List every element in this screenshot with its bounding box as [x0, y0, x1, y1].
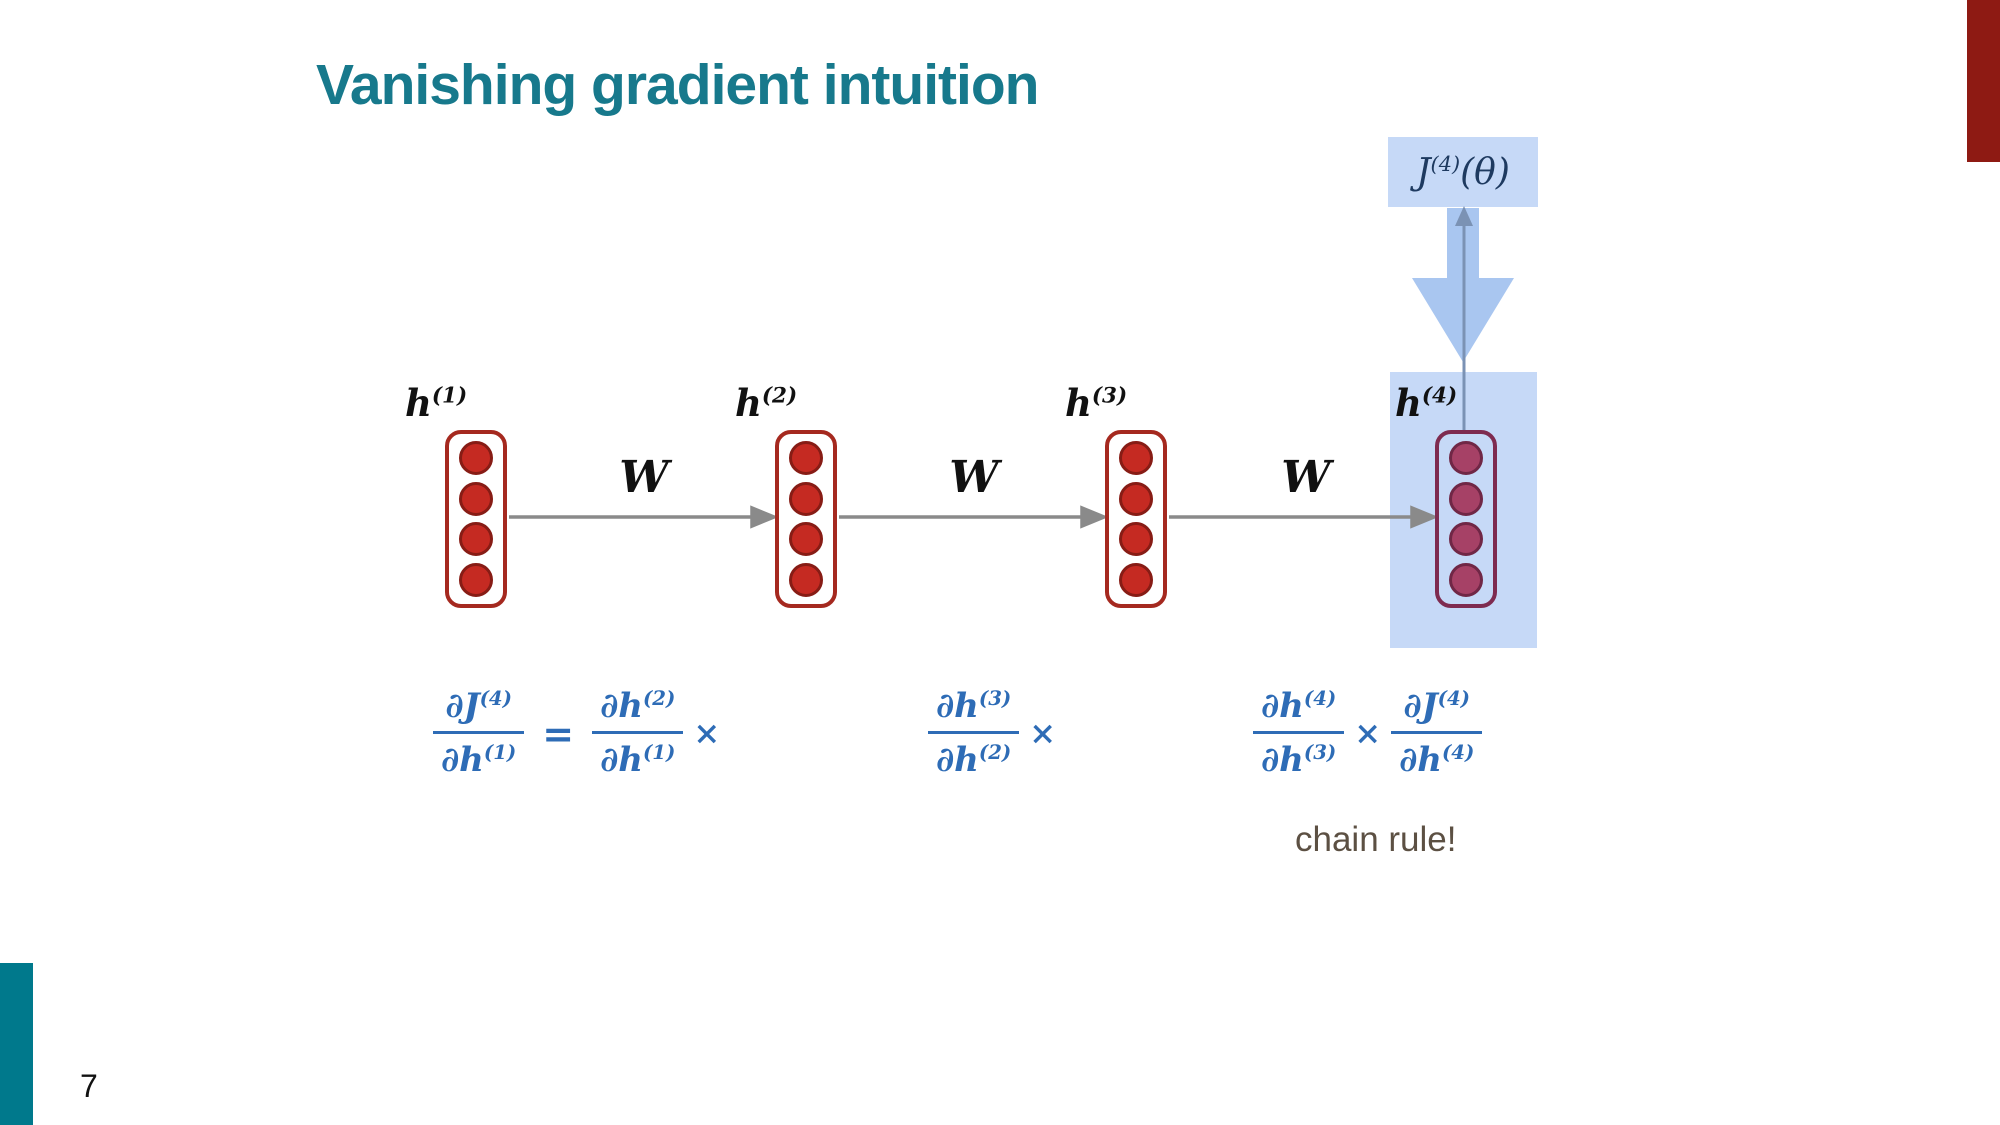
- neuron-node: [789, 481, 823, 516]
- layer-h4-vector: [1435, 430, 1497, 608]
- layer-h1-vector: [445, 430, 507, 608]
- fraction-denominator: ∂h(1): [433, 731, 525, 780]
- multiply-sign: ×: [1029, 714, 1057, 753]
- fraction-denominator: ∂h(1): [592, 731, 684, 780]
- loss-arrow-head-icon: [1455, 206, 1473, 226]
- equals-sign: =: [542, 710, 575, 756]
- neuron-node: [1449, 481, 1483, 516]
- fraction-numerator: ∂h(3): [936, 686, 1012, 727]
- fraction-numerator: ∂h(2): [600, 686, 676, 727]
- fraction-denominator: ∂h(3): [1253, 731, 1345, 780]
- neuron-node: [1119, 481, 1153, 516]
- neuron-node: [1449, 440, 1483, 475]
- weight-label-2: W: [949, 452, 999, 503]
- neuron-node: [1449, 522, 1483, 557]
- neuron-node: [459, 481, 493, 516]
- equation-group-3: ∂h(4) ∂h(3) × ∂J(4) ∂h(4): [1253, 686, 1483, 780]
- flow-arrow-2-head-icon: [1080, 505, 1109, 529]
- neuron-node: [459, 440, 493, 475]
- fraction-numerator: ∂J(4): [445, 686, 512, 727]
- layer-h3-vector: [1105, 430, 1167, 608]
- backprop-big-arrow-icon: [1412, 208, 1514, 362]
- flow-arrow-1-head-icon: [750, 505, 779, 529]
- neuron-node: [789, 522, 823, 557]
- layer-h1-label: h(1): [405, 381, 468, 425]
- fraction-denominator: ∂h(2): [928, 731, 1020, 780]
- layer-h2-label: h(2): [735, 381, 798, 425]
- fraction-denominator: ∂h(4): [1391, 731, 1483, 780]
- accent-bar-teal: [0, 963, 33, 1125]
- fraction-dJ4-dh1: ∂J(4) ∂h(1): [433, 686, 525, 780]
- layer-h2-vector: [775, 430, 837, 608]
- fraction-dJ4-dh4: ∂J(4) ∂h(4): [1391, 686, 1483, 780]
- layer-h3-label: h(3): [1065, 381, 1128, 425]
- fraction-dh4-dh3: ∂h(4) ∂h(3): [1253, 686, 1345, 780]
- page-number: 7: [80, 1068, 98, 1104]
- layer-h4-label: h(4): [1395, 381, 1458, 425]
- neuron-node: [459, 563, 493, 598]
- equation-group-1: ∂J(4) ∂h(1) = ∂h(2) ∂h(1) ×: [433, 686, 730, 780]
- equation-group-2: ∂h(3) ∂h(2) ×: [928, 686, 1066, 780]
- neuron-node: [1119, 522, 1153, 557]
- multiply-sign: ×: [693, 714, 721, 753]
- fraction-numerator: ∂h(4): [1261, 686, 1337, 727]
- accent-bar-red: [1967, 0, 2000, 162]
- chain-rule-note: chain rule!: [1295, 820, 1457, 859]
- fraction-dh2-dh1: ∂h(2) ∂h(1): [592, 686, 684, 780]
- neuron-node: [789, 440, 823, 475]
- neuron-node: [789, 563, 823, 598]
- neuron-node: [1449, 563, 1483, 598]
- fraction-dh3-dh2: ∂h(3) ∂h(2): [928, 686, 1020, 780]
- neuron-node: [1119, 563, 1153, 598]
- weight-label-1: W: [619, 452, 669, 503]
- weight-label-3: W: [1281, 452, 1331, 503]
- multiply-sign: ×: [1354, 714, 1382, 753]
- neuron-node: [1119, 440, 1153, 475]
- fraction-numerator: ∂J(4): [1403, 686, 1470, 727]
- neuron-node: [459, 522, 493, 557]
- slide-title: Vanishing gradient intuition: [316, 53, 1039, 117]
- loss-box: J(4)(θ): [1388, 137, 1538, 207]
- loss-label: J(4)(θ): [1416, 151, 1510, 193]
